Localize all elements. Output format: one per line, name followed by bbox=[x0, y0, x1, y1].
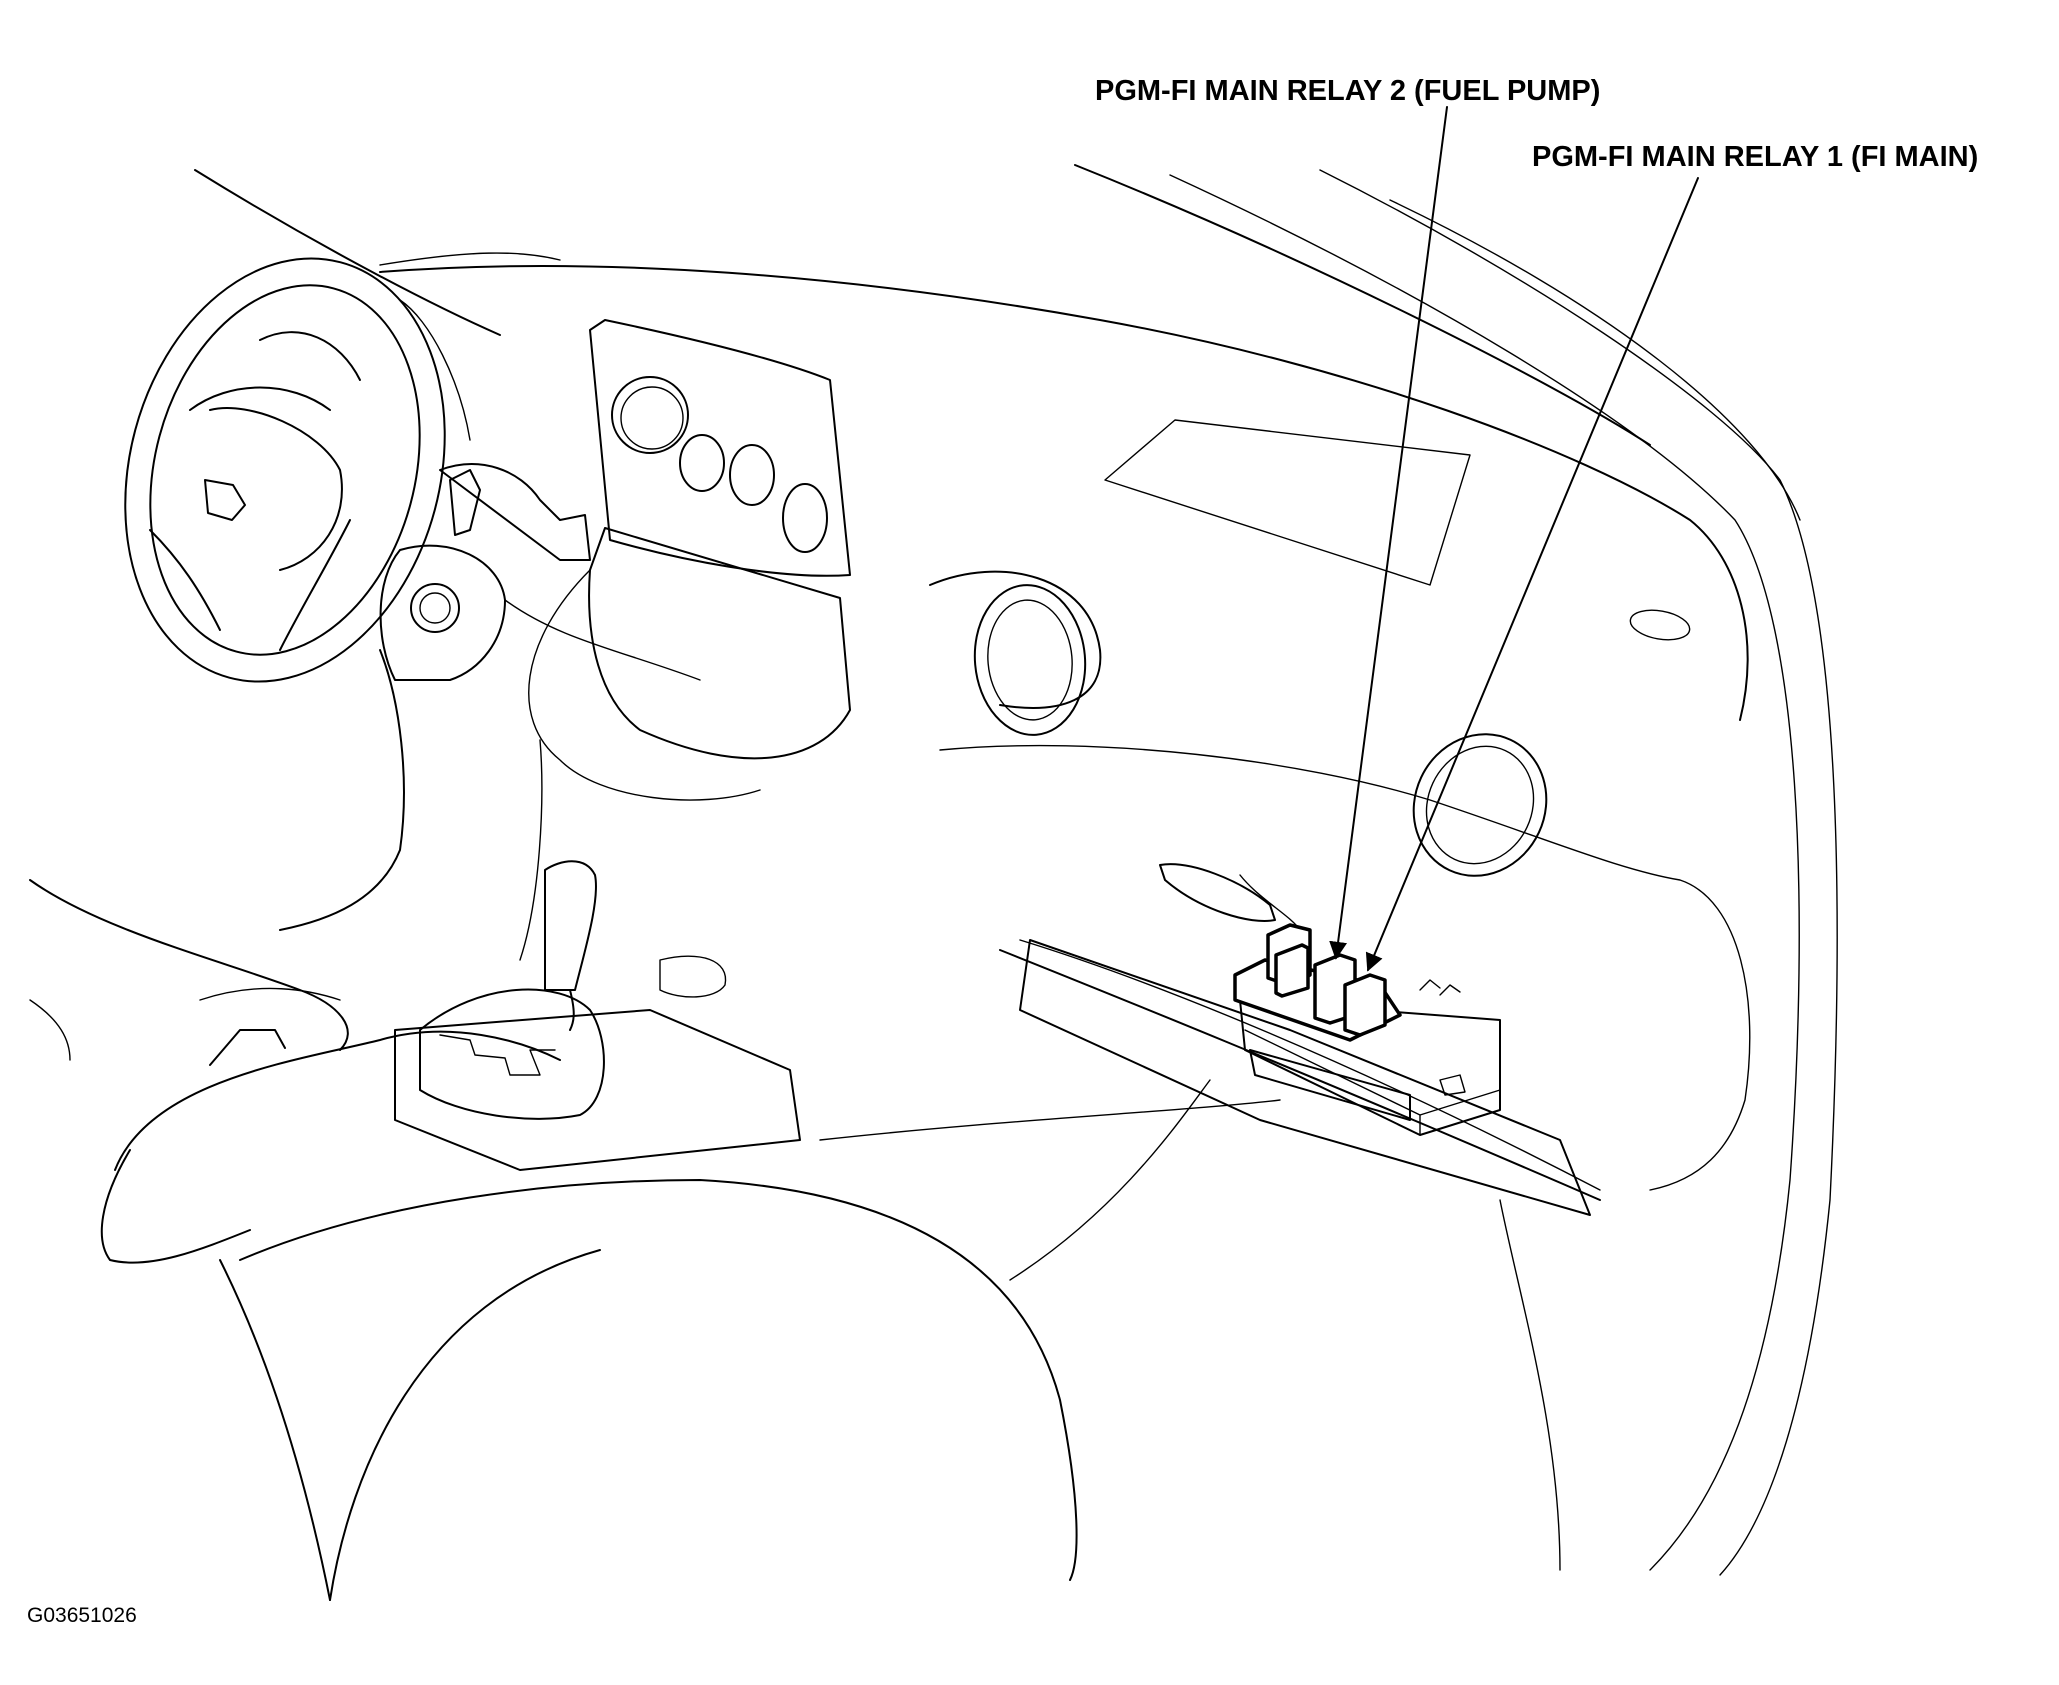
center-stack bbox=[528, 319, 851, 801]
steering-column bbox=[379, 299, 701, 681]
relay-box bbox=[1233, 923, 1501, 1136]
center-console bbox=[100, 860, 801, 1264]
callout-leaders bbox=[1329, 106, 1699, 972]
steering-wheel bbox=[124, 257, 446, 683]
figure-id: G03651026 bbox=[27, 1604, 137, 1627]
windshield-lines bbox=[194, 164, 1838, 1576]
label-relay-2: PGM-FI MAIN RELAY 2 (FUEL PUMP) bbox=[1095, 75, 1600, 107]
seat bbox=[219, 1179, 1561, 1601]
left-door bbox=[29, 649, 543, 1061]
leader-relay-1 bbox=[1365, 177, 1699, 972]
dashboard-body bbox=[379, 265, 1751, 1281]
leader-relay-2 bbox=[1329, 106, 1448, 960]
label-relay-1: PGM-FI MAIN RELAY 1 (FI MAIN) bbox=[1532, 141, 1978, 173]
glove-box bbox=[1019, 863, 1591, 1216]
